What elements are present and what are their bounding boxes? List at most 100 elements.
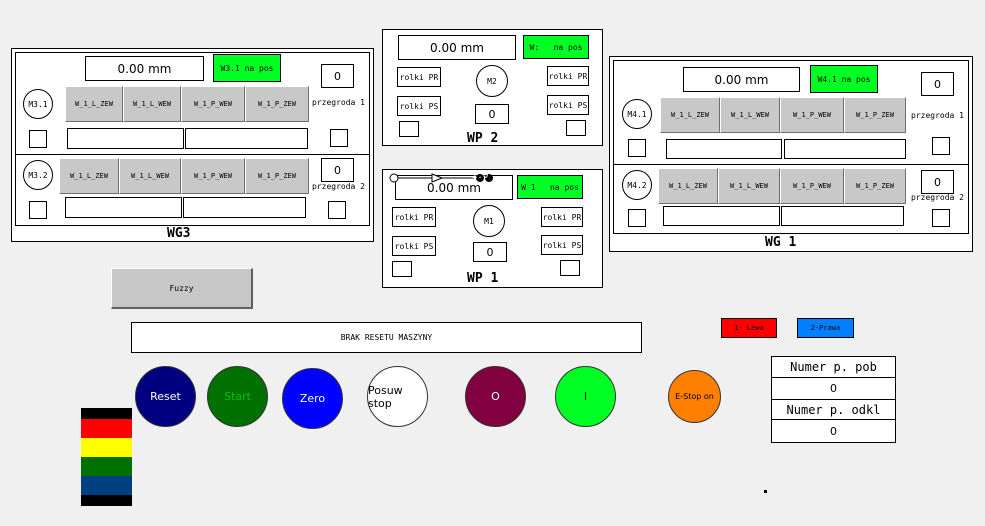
wg3-panel: 0.00 mm W3.1 na pos 0 M3.1 W_1_L_ZEW W_1…	[11, 48, 374, 242]
wg3-r2-field-2	[183, 197, 306, 218]
wp1-motor-m1: M1	[473, 205, 505, 237]
wp1-slider-overlay[interactable]	[388, 172, 498, 184]
wg3-title: WG3	[167, 226, 191, 241]
wp1-rolki-ps-left[interactable]: rolki PS	[392, 236, 436, 256]
wg1-panel: 0.00 mm W4.1 na pos 0 M4.1 W_1_L_ZEW W_1…	[609, 56, 973, 252]
wg1-r2-field-1	[663, 206, 780, 226]
wp2-status-indicator: W: na pos	[523, 35, 589, 59]
wg1-r1-btn-l-zew[interactable]: W_1_L_ZEW	[660, 97, 720, 133]
wg1-inner	[613, 60, 969, 234]
wg1-r2-btn-p-zew[interactable]: W_1_P_ZEW	[844, 168, 906, 204]
numer-pob-value: 0	[772, 378, 895, 400]
wg3-r2-btn-p-zew[interactable]: W_1_P_ZEW	[245, 158, 309, 194]
wg1-motor-m41: M4.1	[622, 99, 652, 129]
wg1-r2-counter: 0	[921, 170, 954, 194]
wg3-inner	[15, 52, 370, 226]
wp2-position-display: 0.00 mm	[398, 35, 516, 60]
legend-right-badge: 2-Prawa	[797, 318, 854, 338]
stack-top-cap	[81, 408, 132, 419]
stack-yellow-band	[81, 438, 132, 457]
wg3-r1-btn-l-zew[interactable]: W_1_L_ZEW	[65, 86, 123, 122]
e-stop-button[interactable]: E-Stop on	[668, 370, 721, 423]
posuw-stop-button[interactable]: Posuw stop	[367, 366, 428, 427]
wg1-top-counter: 0	[921, 72, 954, 96]
wg1-position-display: 0.00 mm	[683, 67, 800, 92]
wp1-slider-value: 2.0	[472, 171, 489, 181]
stack-bottom-cap	[81, 495, 132, 506]
on-button[interactable]: I	[555, 366, 616, 427]
wp1-rolki-ps-right[interactable]: rolki PS	[541, 235, 583, 255]
wg1-r1-btn-p-zew[interactable]: W_1_P_ZEW	[844, 97, 906, 133]
stack-blue-band	[81, 476, 132, 495]
wp2-rolki-pr-left[interactable]: rolki PR	[397, 67, 441, 87]
wp2-checkbox-left[interactable]	[399, 121, 419, 137]
wg3-r2-checkbox-left[interactable]	[29, 201, 47, 219]
wg1-r1-btn-p-wew[interactable]: W_1_P_WEW	[780, 97, 844, 133]
wg1-r2-field-2	[781, 206, 904, 226]
wp1-checkbox-right[interactable]	[560, 260, 580, 276]
wg1-r2-checkbox-left[interactable]	[628, 209, 646, 227]
stack-green-band	[81, 457, 132, 476]
wg1-r2-btn-l-wew[interactable]: W_1_L_WEW	[718, 168, 780, 204]
legend-left-badge: 1- Lewa	[721, 318, 777, 338]
wg3-r2-counter: 0	[321, 158, 354, 182]
wg3-r1-btn-l-wew[interactable]: W_1_L_WEW	[123, 86, 181, 122]
wp2-title: WP 2	[467, 131, 499, 146]
off-button[interactable]: O	[465, 366, 526, 427]
wg3-r1-field-2	[185, 128, 308, 149]
wg3-status-indicator: W3.1 na pos	[213, 54, 281, 82]
wp2-rolki-pr-right[interactable]: rolki PR	[547, 66, 589, 86]
wg3-motor-m31: M3.1	[23, 89, 53, 119]
wg1-r2-btn-l-zew[interactable]: W_1_L_ZEW	[658, 168, 718, 204]
wg3-r2-btn-l-zew[interactable]: W_1_L_ZEW	[59, 158, 119, 194]
wg3-r1-btn-p-wew[interactable]: W_1_P_WEW	[181, 86, 245, 122]
wg1-r1-checkbox-right[interactable]	[932, 137, 950, 155]
wg1-r1-field-1	[666, 139, 782, 159]
wg3-r2-field-1	[65, 197, 182, 218]
wg1-przegroda-1-label: przegroda 1	[911, 111, 964, 120]
status-message: BRAK RESETU MASZYNY	[131, 322, 642, 353]
wg3-position-display: 0.00 mm	[85, 56, 204, 81]
wg3-r2-btn-p-wew[interactable]: W_1_P_WEW	[181, 158, 245, 194]
stray-dot	[764, 490, 767, 493]
wg3-divider	[15, 154, 370, 155]
stack-light	[81, 408, 132, 509]
wp2-panel: 0.00 mm W: na pos rolki PR M2 rolki PR r…	[382, 29, 603, 146]
wp1-rolki-pr-right[interactable]: rolki PR	[541, 207, 583, 227]
wg1-motor-m42: M4.2	[622, 170, 652, 200]
wg3-r1-field-1	[67, 128, 184, 149]
wg1-przegroda-2-label: przegroda 2	[911, 193, 964, 202]
wg3-r1-btn-p-zew[interactable]: W_1_P_ZEW	[245, 86, 309, 122]
fuzzy-button[interactable]: Fuzzy	[111, 268, 253, 309]
reset-button[interactable]: Reset	[135, 366, 196, 427]
wg3-motor-m32: M3.2	[23, 160, 53, 190]
wp2-counter: 0	[475, 104, 509, 124]
wg1-status-indicator: W4.1 na pos	[810, 65, 878, 93]
wp1-panel: 0.00 mm 2.0 W 1 na pos rolki PR M1 rolki…	[382, 169, 603, 288]
wg3-top-counter: 0	[321, 64, 354, 88]
wp1-counter: 0	[473, 242, 507, 262]
wg3-r1-checkbox-right[interactable]	[330, 129, 348, 147]
wp1-position-display: 0.00 mm	[395, 175, 513, 200]
wp2-motor-m2: M2	[476, 65, 508, 97]
wp1-status-indicator: W 1 na pos	[517, 175, 583, 199]
zero-button[interactable]: Zero	[282, 368, 343, 429]
wg1-r1-btn-l-wew[interactable]: W_1_L_WEW	[720, 97, 780, 133]
wp2-checkbox-right[interactable]	[566, 120, 586, 136]
wp2-rolki-ps-left[interactable]: rolki PS	[397, 96, 441, 116]
wg1-r2-checkbox-right[interactable]	[932, 209, 950, 227]
wg3-r2-btn-l-wew[interactable]: W_1_L_WEW	[119, 158, 181, 194]
numer-odkl-value: 0	[830, 424, 837, 438]
start-button[interactable]: Start	[207, 366, 268, 427]
wp2-rolki-ps-right[interactable]: rolki PS	[547, 95, 589, 115]
wg3-przegroda-1-label: przegroda 1	[312, 98, 365, 107]
wp1-rolki-pr-left[interactable]: rolki PR	[392, 207, 436, 227]
wg3-r2-checkbox-right[interactable]	[328, 201, 346, 219]
wg1-title: WG 1	[765, 235, 797, 250]
stack-red-band	[81, 419, 132, 438]
wg1-r1-checkbox-left[interactable]	[628, 139, 646, 157]
wg3-r1-checkbox-left[interactable]	[29, 130, 47, 148]
wp1-checkbox-left[interactable]	[392, 261, 412, 277]
wg1-divider	[613, 164, 969, 165]
wg1-r2-btn-p-wew[interactable]: W_1_P_WEW	[780, 168, 844, 204]
